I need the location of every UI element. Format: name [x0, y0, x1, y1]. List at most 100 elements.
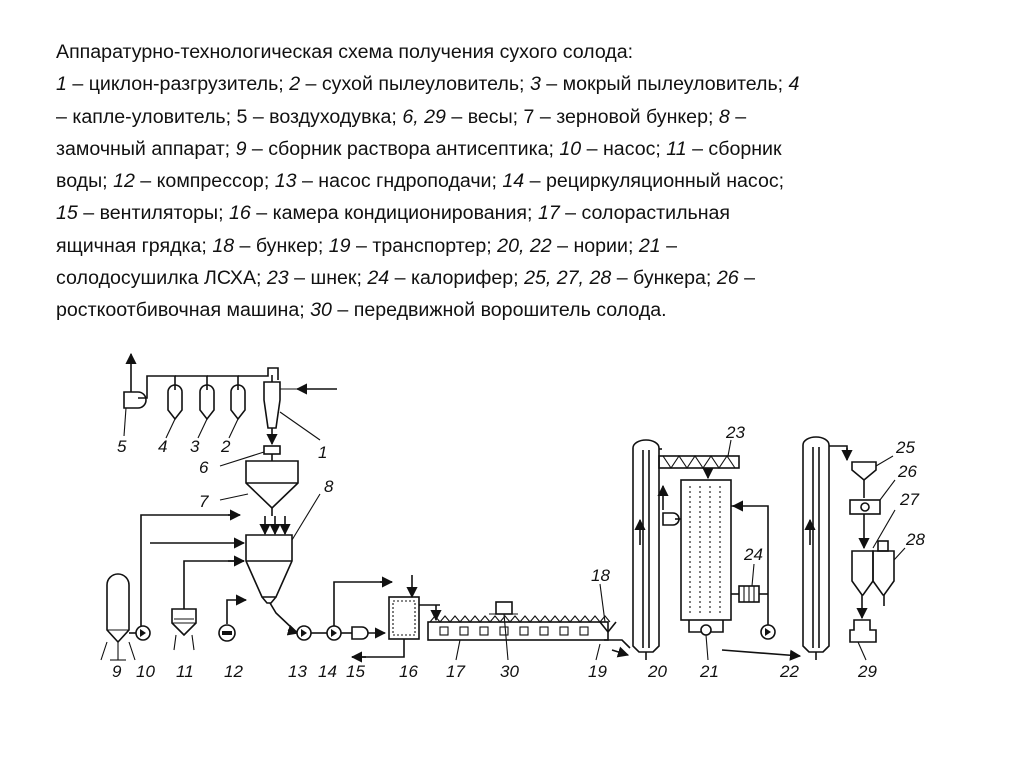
label-22: 22 [779, 662, 799, 681]
caption-item-number: 18 [212, 234, 235, 257]
label-28: 28 [905, 530, 925, 549]
caption-text: – калорифер; [389, 267, 525, 290]
caption-line: – капле-уловитель; 5 – воздуходувка; 6, … [56, 101, 986, 133]
caption-text: ящичная грядка; [56, 234, 213, 257]
caption-text: – передвижной ворошитель солода. [331, 299, 667, 322]
scale-29 [849, 619, 877, 643]
label-6: 6 [199, 458, 209, 477]
elevator-20 [632, 439, 660, 653]
caption-text: – весы; 7 – зерновой бункер; [445, 105, 719, 128]
caption-item-number: 17 [537, 202, 560, 225]
dryer-group [657, 439, 802, 661]
caption-item-number: 14 [502, 170, 525, 193]
caption-item-number: 24 [367, 267, 390, 290]
fan-15 [351, 626, 369, 640]
caption-item-number: 3 [529, 73, 541, 96]
caption-line: 15 – вентиляторы; 16 – камера кондициони… [56, 197, 986, 229]
caption-text: – солорастильная [559, 202, 731, 225]
water-collector-group [171, 608, 197, 651]
label-1: 1 [318, 443, 327, 462]
elevator-20-group [632, 439, 662, 660]
label-30: 30 [500, 662, 519, 681]
caption-item-number: 16 [228, 202, 251, 225]
label-15: 15 [346, 662, 365, 681]
antiseptic-tank-group [100, 573, 151, 661]
caption-line: росткоотбивочная машина; 30 – передвижно… [56, 294, 986, 326]
elevator-22 [802, 436, 830, 653]
caption-text: – мокрый пылеуловитель; [540, 73, 789, 96]
compressor-group [218, 624, 236, 642]
caption-line: воды; 12 – компрессор; 13 – насос гндроп… [56, 165, 986, 197]
label-21: 21 [699, 662, 719, 681]
bunker-28 [872, 550, 895, 596]
scale-6 [263, 445, 281, 455]
bunker-27 [851, 550, 874, 596]
label-11: 11 [176, 662, 194, 681]
caption-item-number: 13 [274, 170, 297, 193]
caption-text: – транспортер; [350, 234, 498, 257]
conditioning-group [296, 575, 442, 663]
dry-dust-catcher-2 [230, 384, 246, 421]
caption-item-number: 21 [638, 234, 661, 257]
screw-23 [658, 455, 740, 469]
label-18: 18 [591, 566, 610, 585]
germination-bed-group [427, 583, 631, 661]
caption-text: – циклон-разгрузитель; [66, 73, 290, 96]
caption-item-number: 4 [788, 73, 800, 96]
steeping-apparatus-8 [245, 534, 293, 598]
caption-text: – камера кондиционирования; [250, 202, 538, 225]
caption-text: – нории; [551, 234, 639, 257]
caption-text: – насос; [581, 137, 667, 160]
label-20: 20 [647, 662, 667, 681]
label-4: 4 [158, 437, 167, 456]
caption-item-number: 23 [266, 267, 289, 290]
label-27: 27 [899, 490, 919, 509]
label-19: 19 [588, 662, 607, 681]
caption-text: – насос гндроподачи; [296, 170, 503, 193]
caption-text: замочный аппарат; [56, 137, 236, 160]
label-8: 8 [324, 477, 334, 496]
caption-item-number: 30 [310, 299, 332, 322]
label-5: 5 [117, 437, 127, 456]
conveyor-19 [604, 639, 631, 649]
caption-item-number: 20, 22 [497, 234, 552, 257]
caption-text: – сборник раствора антисептика; [246, 137, 560, 160]
caption-text: – бункера; [611, 267, 717, 290]
final-processing-group [849, 455, 906, 661]
cyclone-1 [263, 381, 281, 429]
label-24: 24 [743, 545, 763, 564]
caption-text: – капле-уловитель; 5 – воздуходувка; [56, 105, 403, 128]
label-12: 12 [224, 662, 243, 681]
bed-ridges [429, 615, 611, 623]
caption-text: воды; [56, 170, 114, 193]
germination-bed-17 [427, 621, 609, 641]
label-14: 14 [318, 662, 337, 681]
equipment-labels: 1 2 3 4 5 6 7 8 9 10 11 12 13 14 15 16 1… [112, 423, 925, 681]
malt-dryer-21 [680, 479, 732, 621]
caption-item-number: 11 [666, 137, 687, 160]
caption-line: солодосушилка ЛСХА; 23 – шнек; 24 – кало… [56, 262, 986, 294]
caption-item-number: 9 [235, 137, 247, 160]
caption-text: – [660, 234, 677, 257]
caption-item-number: 10 [559, 137, 582, 160]
caption-text: Аппаратурно-технологическая схема получе… [56, 41, 634, 63]
caption-item-number: 26 [716, 267, 739, 290]
malt-turner-30 [495, 601, 513, 615]
caption-line: замочный аппарат; 9 – сборник раствора а… [56, 133, 986, 165]
caption-item-number: 1 [56, 73, 67, 96]
caption-text: – рециркуляционный насос; [524, 170, 785, 193]
label-2: 2 [220, 437, 231, 456]
caption-text: – компрессор; [134, 170, 275, 193]
caption-text: – сухой пылеуловитель; [300, 73, 530, 96]
dryer-fan [662, 512, 680, 526]
caption-text: росткоотбивочная машина; [56, 299, 311, 322]
bunker-18 [599, 621, 617, 634]
caption-text: – [729, 105, 747, 128]
caption-text: солодосушилка ЛСХА; [56, 267, 267, 290]
caption-item-number: 2 [289, 73, 301, 96]
caption-text: – [738, 267, 755, 290]
caption-item-number: 19 [328, 234, 351, 257]
caption-item-number: 12 [113, 170, 135, 193]
air-cleaning-line [123, 352, 337, 446]
label-16: 16 [399, 662, 418, 681]
